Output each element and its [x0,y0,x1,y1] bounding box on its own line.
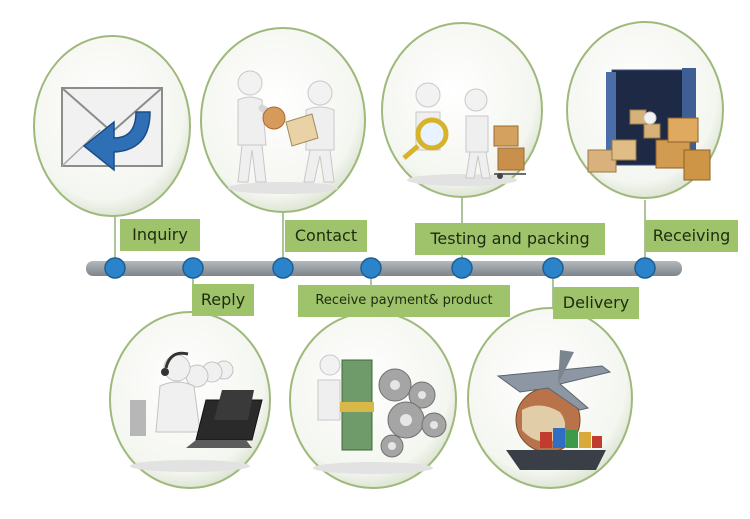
plane-ship-globe-icon [467,307,633,489]
step-label-inquiry: Inquiry [120,219,200,251]
step-label-delivery: Delivery [553,287,639,319]
envelope-reply-icon [33,35,191,217]
step-label-testing-packing: Testing and packing [415,223,605,255]
timeline-bar [86,261,682,276]
step-label-receive-payment: Receive payment& product [298,285,510,317]
money-and-gears-icon [289,311,457,489]
step-label-reply: Reply [192,284,254,316]
timeline-nodes [104,257,656,279]
timeline-node-contact [272,257,294,279]
magnifier-and-boxes-icon [381,22,543,198]
timeline-node-delivery [542,257,564,279]
call-center-operators-icon [109,311,271,489]
timeline-node-reply [182,257,204,279]
timeline-node-inquiry [104,257,126,279]
timeline-node-testing [451,257,473,279]
timeline-node-receiving [634,257,656,279]
step-label-contact: Contact [285,220,367,252]
handshake-deal-icon [200,27,366,213]
step-label-receiving: Receiving [645,220,738,252]
container-with-boxes-icon [566,21,724,199]
timeline-node-payment [360,257,382,279]
